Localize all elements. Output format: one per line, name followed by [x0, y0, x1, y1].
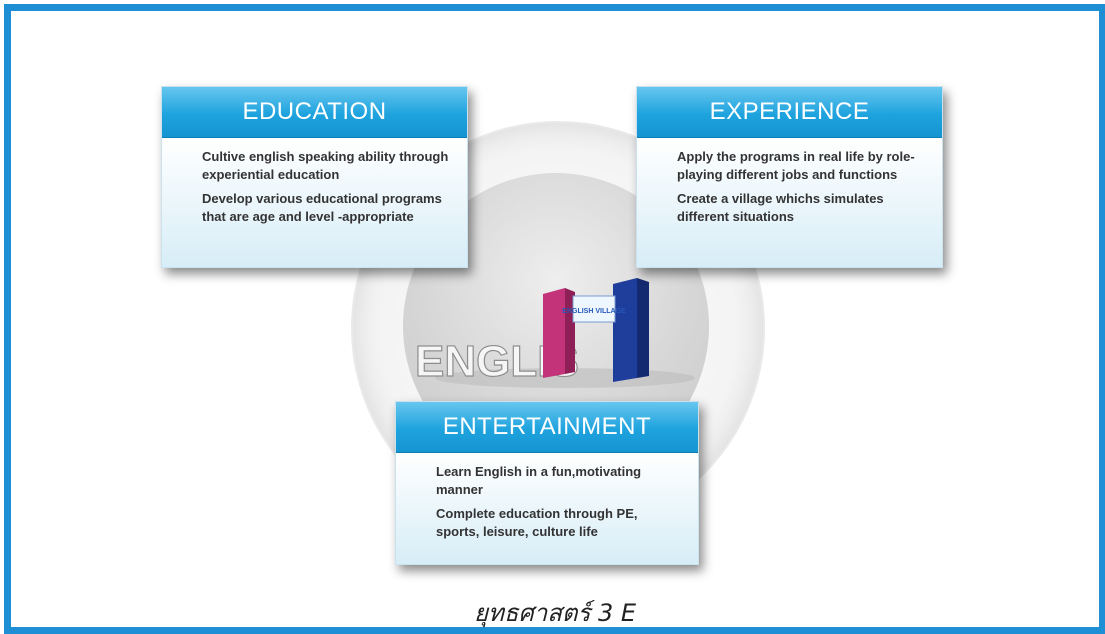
- entertainment-body: Learn English in a fun,motivating manner…: [396, 453, 698, 564]
- education-body: Cultive english speaking ability through…: [162, 138, 467, 267]
- english-village-logo: ENGLIS ENGLISH VILLAGE: [415, 278, 695, 388]
- experience-body: Apply the programs in real life by role-…: [637, 138, 942, 267]
- entertainment-item: Learn English in a fun,motivating manner: [436, 464, 642, 497]
- entertainment-title: ENTERTAINMENT: [396, 402, 698, 453]
- education-card: EDUCATION Cultive english speaking abili…: [161, 86, 468, 268]
- education-title: EDUCATION: [162, 87, 467, 138]
- entertainment-card: ENTERTAINMENT Learn English in a fun,mot…: [395, 401, 699, 565]
- experience-item: Apply the programs in real life by role-…: [677, 149, 915, 182]
- entertainment-item: Complete education through PE, sports, l…: [436, 506, 638, 539]
- education-item: Develop various educational programs tha…: [202, 191, 442, 224]
- village-sign: ENGLISH VILLAGE: [562, 308, 626, 315]
- caption: ยุทธศาสตร์ 3 E: [473, 599, 637, 627]
- education-item: Cultive english speaking ability through…: [202, 149, 449, 182]
- experience-title: EXPERIENCE: [637, 87, 942, 138]
- experience-item: Create a village whichs simulates differ…: [677, 191, 884, 224]
- experience-card: EXPERIENCE Apply the programs in real li…: [636, 86, 943, 268]
- diagram-frame: ENGLIS ENGLISH VILLAGE EDUCATION Cultive…: [4, 4, 1105, 634]
